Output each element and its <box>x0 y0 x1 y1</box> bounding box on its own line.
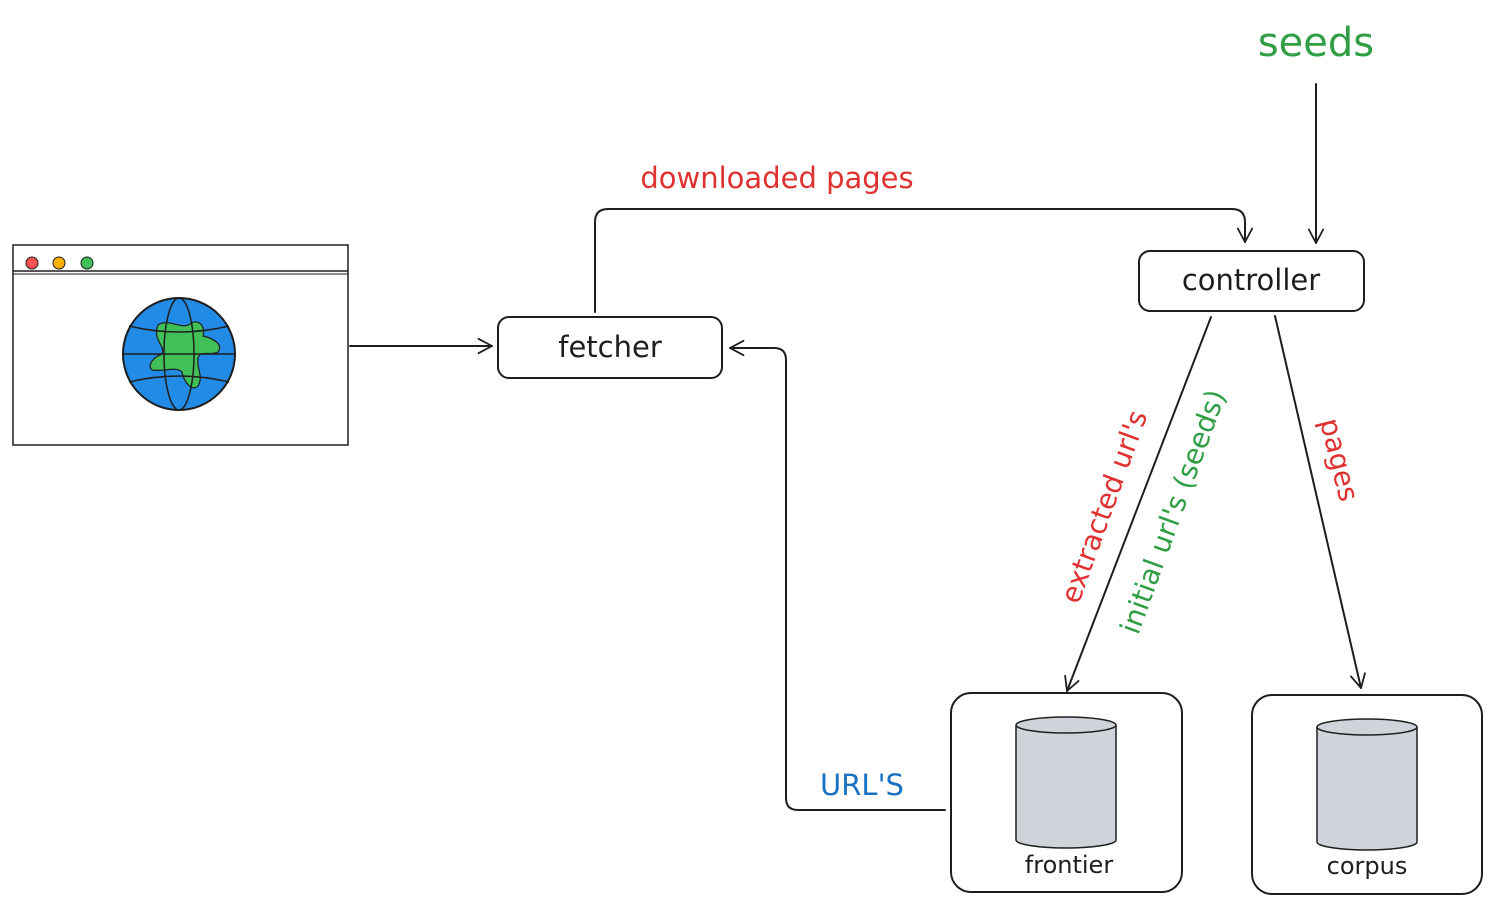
seeds-label: seeds <box>1258 20 1374 66</box>
window-maximize-dot-icon <box>80 256 94 270</box>
pages-label: pages <box>1313 415 1365 505</box>
window-close-dot-icon <box>25 256 39 270</box>
controller-label: controller <box>1182 263 1320 297</box>
corpus-database-icon <box>1316 718 1418 851</box>
edge-controller-to-frontier <box>1064 316 1212 692</box>
edge-fetcher-to-controller <box>594 208 1254 313</box>
edge-controller-to-corpus <box>1274 315 1366 689</box>
edge-frontier-to-fetcher <box>729 339 946 811</box>
window-minimize-dot-icon <box>52 256 66 270</box>
fetcher-node: fetcher <box>497 316 723 379</box>
frontier-node: frontier <box>950 692 1183 893</box>
corpus-node: corpus <box>1251 694 1483 895</box>
urls-label: URL'S <box>820 768 904 802</box>
frontier-database-icon <box>1015 716 1117 849</box>
fetcher-label: fetcher <box>558 330 662 364</box>
corpus-label: corpus <box>1327 852 1408 880</box>
globe-icon <box>122 297 236 411</box>
downloaded-pages-label: downloaded pages <box>640 161 913 195</box>
browser-window-icon <box>12 244 349 446</box>
frontier-label: frontier <box>1025 851 1114 879</box>
controller-node: controller <box>1138 250 1365 312</box>
